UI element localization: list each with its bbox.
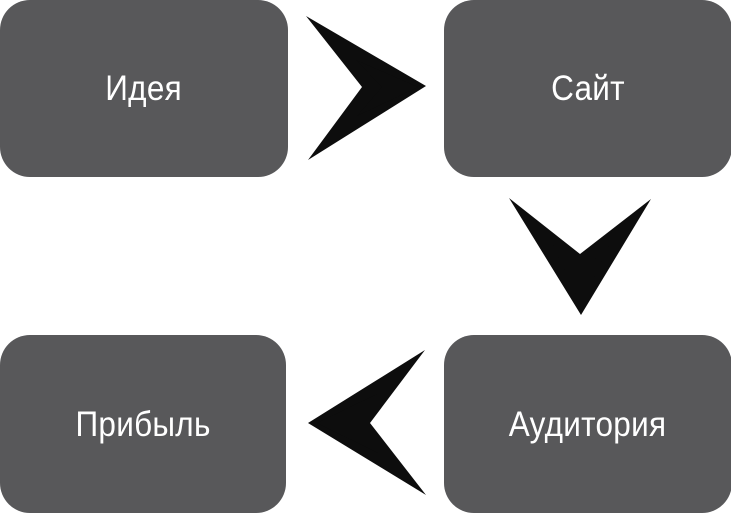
- double-chevron-right-icon: [300, 13, 430, 163]
- node-audience[interactable]: Аудитория: [444, 335, 731, 513]
- node-profit[interactable]: Прибыль: [0, 335, 286, 513]
- node-idea[interactable]: Идея: [0, 0, 288, 177]
- node-idea-label: Идея: [105, 69, 183, 108]
- double-chevron-down-icon: [505, 193, 655, 319]
- node-audience-label: Аудитория: [509, 404, 667, 444]
- node-site-label: Сайт: [551, 69, 625, 108]
- double-chevron-left-icon: [305, 346, 431, 498]
- node-profit-label: Прибыль: [75, 404, 211, 444]
- node-site[interactable]: Сайт: [444, 0, 731, 177]
